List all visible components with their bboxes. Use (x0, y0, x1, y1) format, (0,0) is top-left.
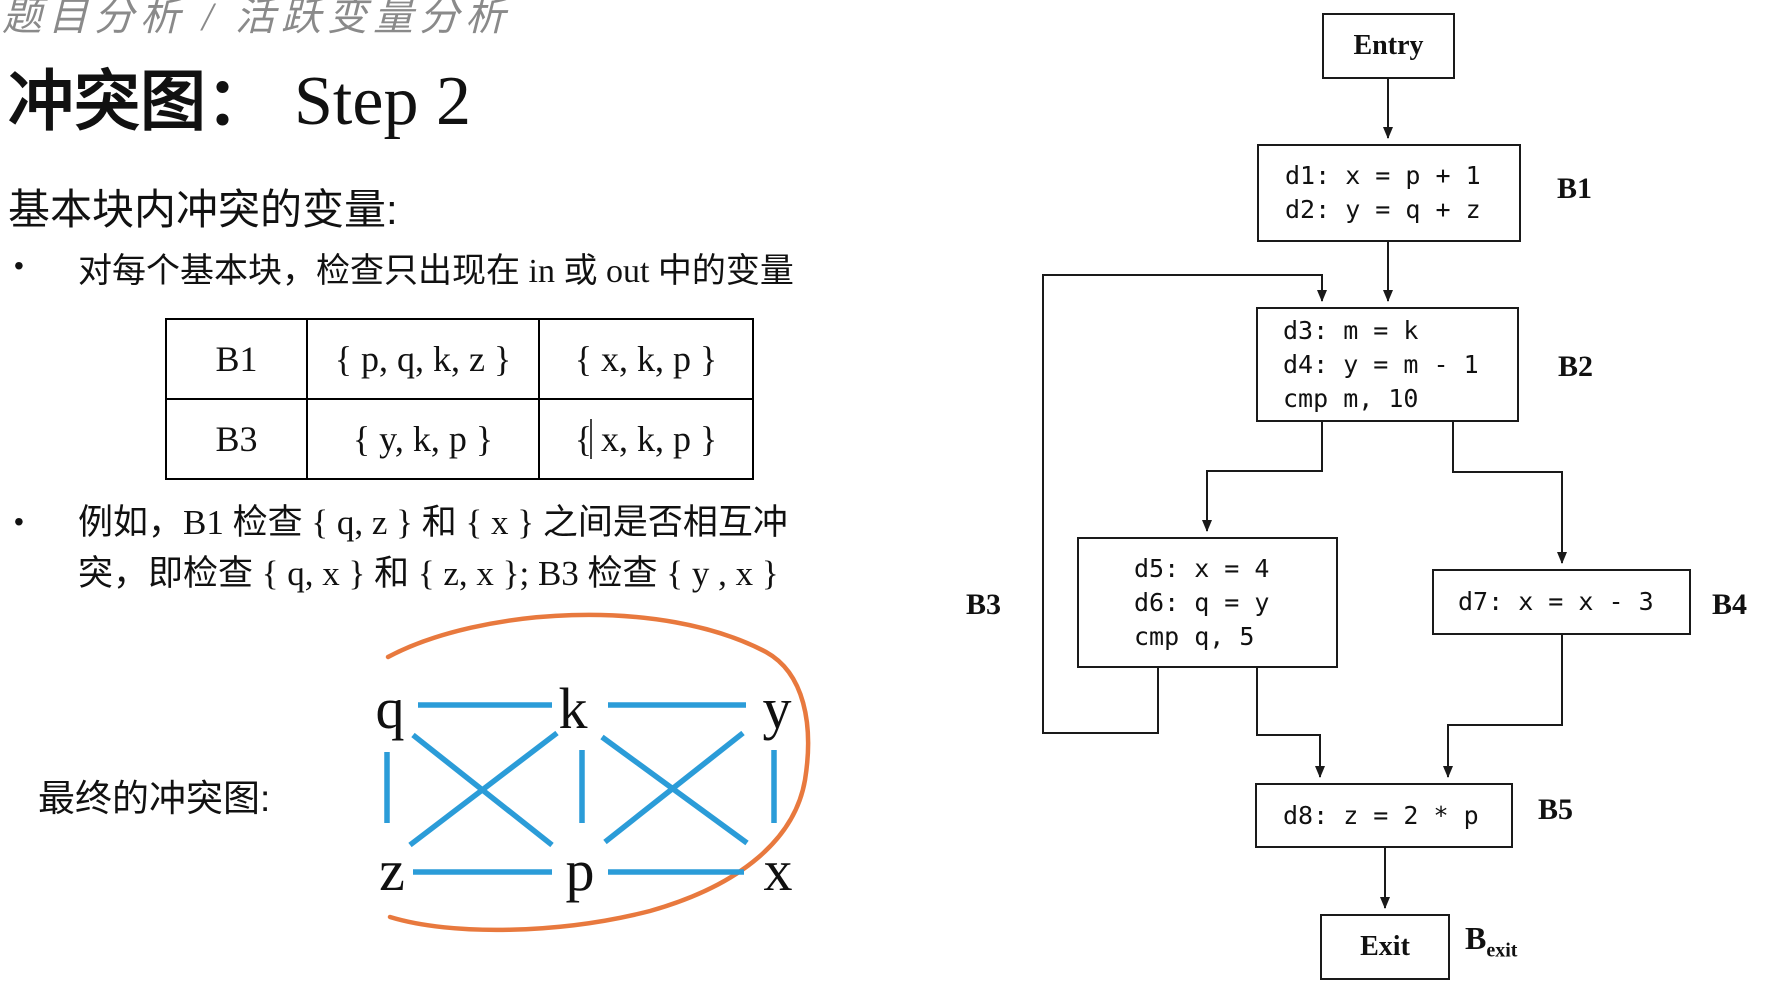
cfg-label-b5: B5 (1538, 793, 1574, 826)
cfg-edge-b2-b4 (1452, 422, 1567, 564)
bullet-dot: • (14, 250, 24, 281)
cfg-label-bexit: Bexit (1465, 920, 1517, 962)
cfg-label-bexit-sub: exit (1486, 939, 1518, 962)
breadcrumb: 题目分析 / 活跃变量分析 (2, 0, 512, 39)
cfg-entry-label: Entry (1353, 30, 1424, 61)
code-line: d5: x = 4 (1134, 553, 1270, 583)
graph-node-k: k (559, 676, 588, 741)
table-row: B3 { y, k, p } { x, k, p } (165, 398, 754, 480)
cfg-label-b4: B4 (1712, 588, 1748, 621)
page-title: 冲突图： Step 2 (8, 48, 471, 144)
cfg-label-bexit-main: B (1465, 920, 1487, 956)
graph-node-y: y (763, 676, 792, 741)
graph-node-q: q (376, 676, 405, 741)
graph-node-p: p (566, 838, 595, 903)
table-cell-block: B3 (165, 398, 308, 480)
cfg-block-b3: d5: x = 4 d6: q = y cmp q, 5 (1077, 537, 1338, 668)
table-row: B1 { p, q, k, z } { x, k, p } (165, 318, 754, 400)
cfg-label-b1: B1 (1557, 172, 1593, 205)
graph-node-z: z (379, 838, 405, 903)
table-cell-out-set: { x, k, p } (538, 398, 754, 480)
cfg-edge-b3-b5 (1256, 668, 1325, 778)
cfg-edge-b4-b5 (1443, 635, 1563, 778)
cfg-label-b3: B3 (966, 588, 1002, 621)
table-cell-in-set: { y, k, p } (306, 398, 540, 480)
bullet-item-2-line-1: 例如，B1 检查 { q, z } 和 { x } 之间是否相互冲 (78, 503, 788, 542)
cfg-exit-node: Exit (1320, 914, 1450, 980)
page-title-zh: 冲突图： (8, 64, 272, 138)
cfg-entry-node: Entry (1322, 13, 1455, 79)
bullet-dot: • (14, 506, 24, 537)
code-line: d4: y = m - 1 (1283, 349, 1479, 379)
cfg-block-b5: d8: z = 2 * p (1255, 783, 1513, 848)
graph-node-x: x (764, 838, 793, 903)
cfg-edge-b2-b3 (1202, 422, 1323, 532)
section-heading: 基本块内冲突的变量: (8, 186, 398, 233)
code-line: cmp m, 10 (1283, 383, 1419, 413)
bullet-item-1: 对每个基本块，检查只出现在 in 或 out 中的变量 (78, 253, 794, 290)
code-line: d8: z = 2 * p (1283, 800, 1479, 830)
cfg-block-b4: d7: x = x - 3 (1432, 569, 1691, 635)
code-line: cmp q, 5 (1134, 621, 1255, 651)
code-line: d7: x = x - 3 (1458, 587, 1654, 616)
code-line: d6: q = y (1134, 587, 1270, 617)
conflict-graph-caption: 最终的冲突图: (38, 778, 271, 819)
edge-y-p (603, 730, 745, 845)
text-caret (590, 419, 592, 459)
page-title-en: Step 2 (294, 63, 471, 140)
cfg-edge-b3-b2-back (1042, 274, 1327, 734)
liveness-table: B1 { p, q, k, z } { x, k, p } B3 { y, k,… (165, 318, 754, 480)
table-cell-in-set: { p, q, k, z } (306, 318, 540, 400)
bullet-item-2: 例如，B1 检查 { q, z } 和 { x } 之间是否相互冲 突，即检查 … (78, 497, 788, 599)
code-line: d2: y = q + z (1285, 195, 1481, 224)
highlight-loop (385, 612, 811, 933)
bullet-item-2-line-2: 突，即检查 { q, x } 和 { z, x }; B3 检查 { y , x… (78, 554, 779, 593)
table-cell-out-set: { x, k, p } (538, 318, 754, 400)
code-line: d1: x = p + 1 (1285, 161, 1481, 190)
cfg-label-b2: B2 (1558, 350, 1594, 383)
code-line: d3: m = k (1283, 315, 1419, 345)
cfg-exit-label: Exit (1360, 931, 1410, 962)
table-cell-block: B1 (165, 318, 308, 400)
edge-z-k (408, 730, 559, 848)
cfg-block-b1: d1: x = p + 1 d2: y = q + z (1257, 144, 1521, 242)
cfg-block-b2: d3: m = k d4: y = m - 1 cmp m, 10 (1256, 307, 1519, 422)
